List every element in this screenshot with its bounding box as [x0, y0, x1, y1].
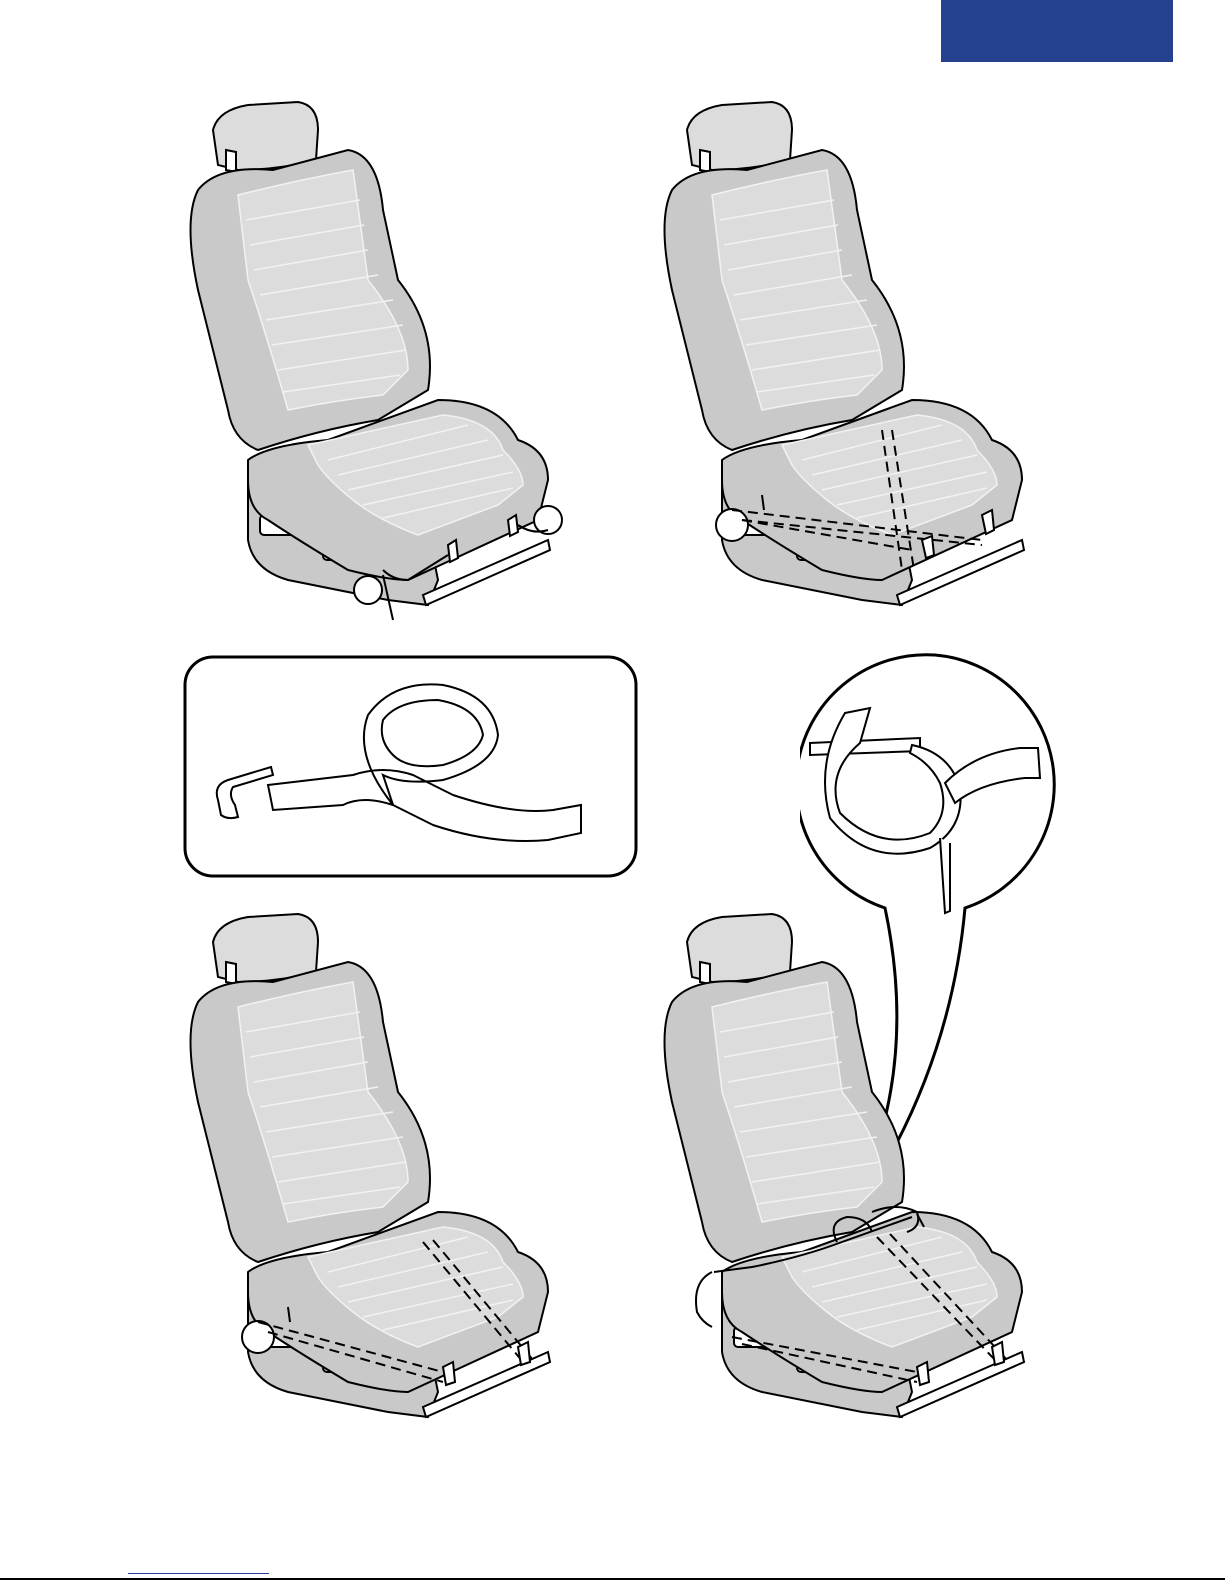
footer-link-underline[interactable] [128, 1573, 269, 1574]
section-tab [941, 0, 1173, 62]
seat-step-1-figure [178, 100, 578, 630]
seat-step-4-figure [652, 912, 1052, 1442]
footer-divider [0, 1578, 1225, 1580]
seat-step-3-figure [178, 912, 578, 1442]
strap-detail-box [183, 655, 638, 878]
seat-step-2-figure [652, 100, 1052, 630]
